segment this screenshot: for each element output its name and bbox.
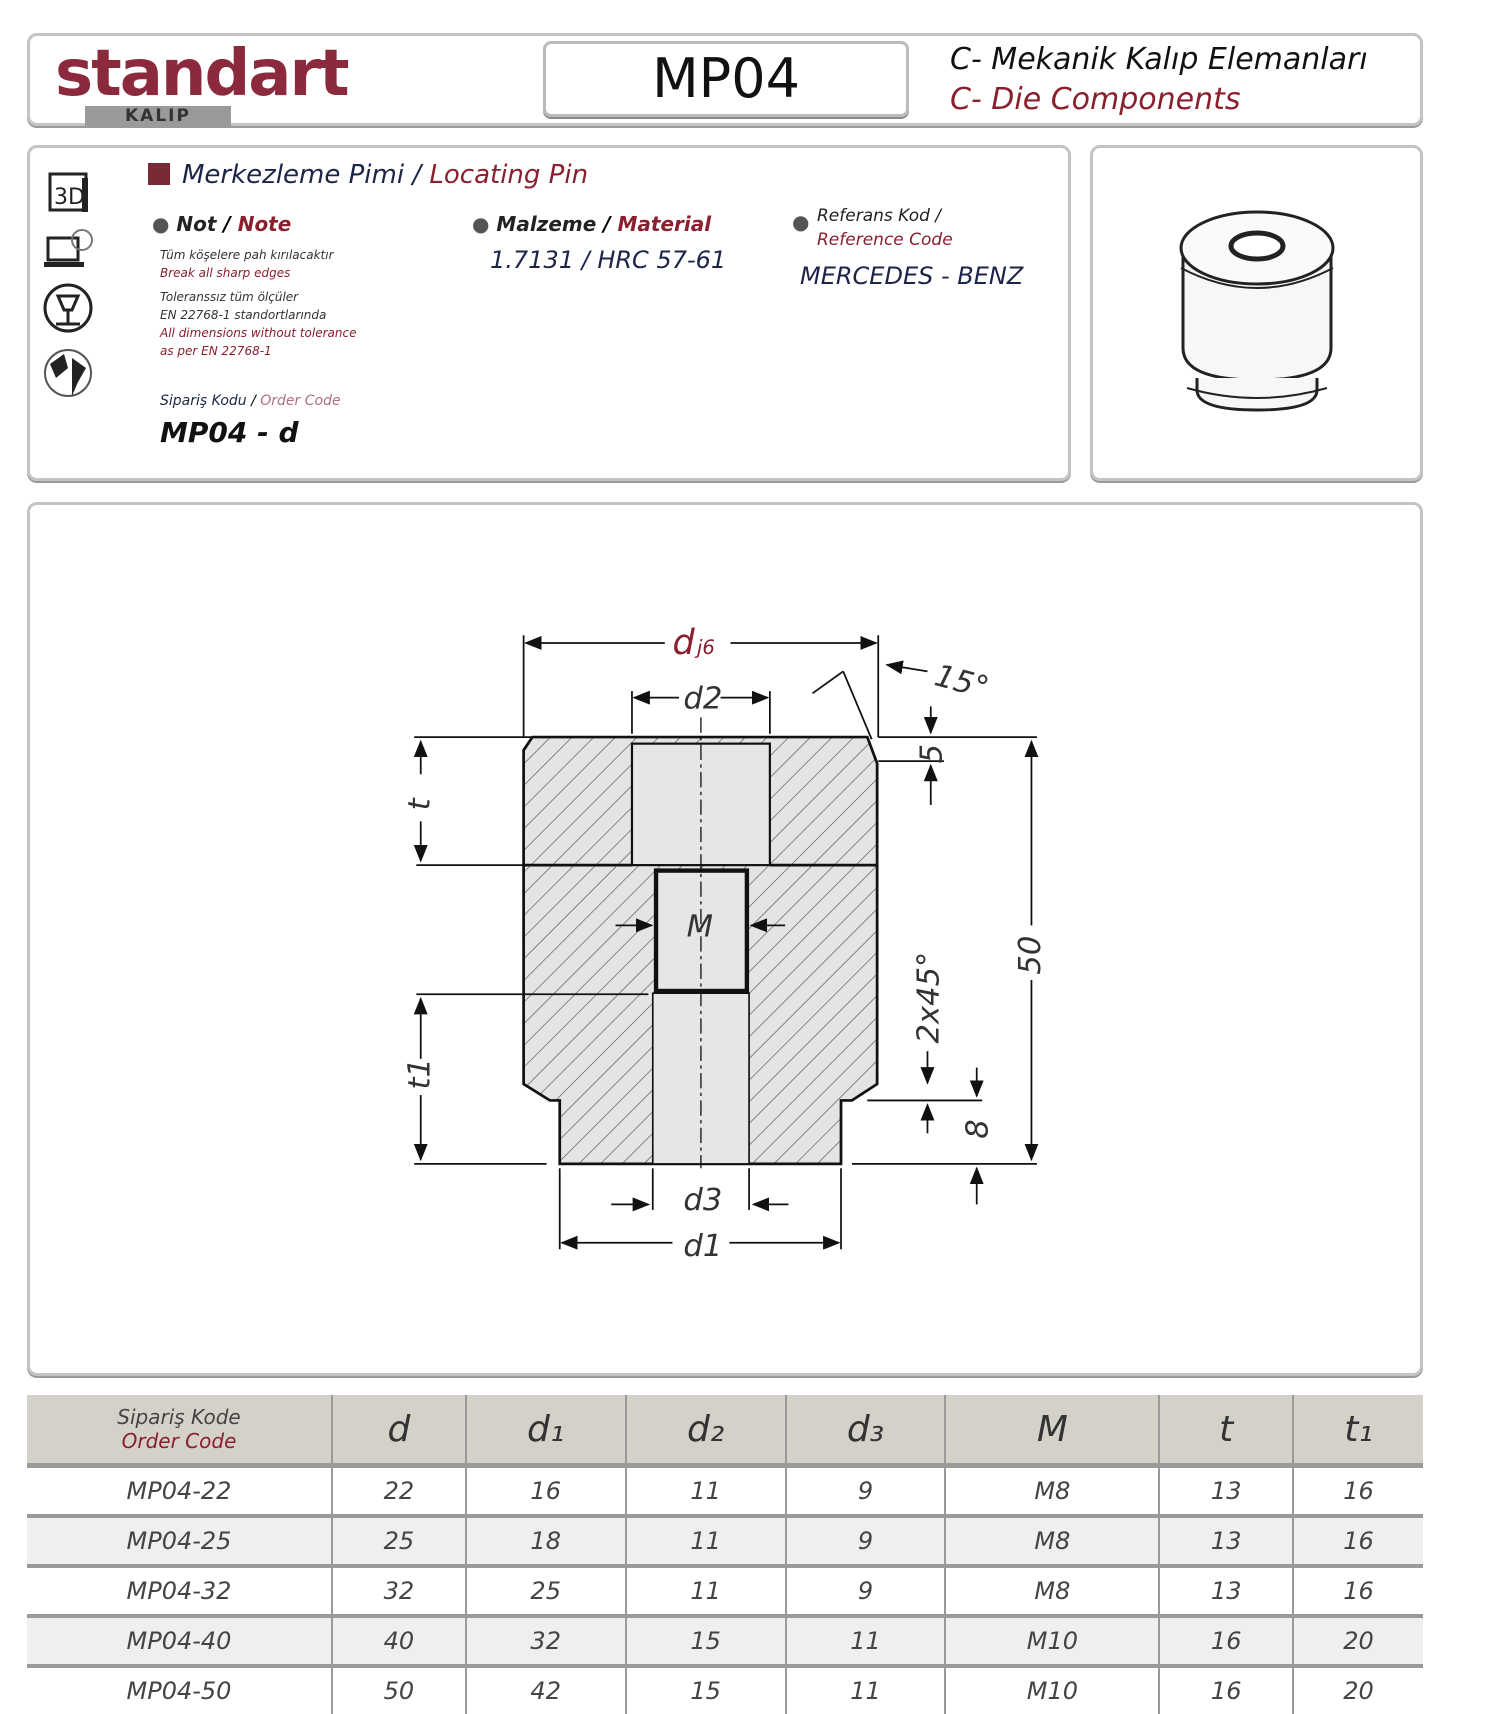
- dim-angle-label: 15°: [931, 658, 993, 706]
- table-cell: M8: [944, 1516, 1160, 1568]
- col-d3: d₃: [784, 1395, 946, 1468]
- table-cell: M8: [944, 1465, 1160, 1518]
- cad-download-icon[interactable]: [44, 229, 93, 267]
- table-cell: 25: [464, 1566, 626, 1618]
- table-cell: 25: [331, 1516, 466, 1568]
- table-cell: 42: [464, 1666, 626, 1714]
- col-t: t: [1158, 1395, 1294, 1468]
- dim-5-label: 5: [915, 744, 950, 764]
- product-code-box: MP04: [543, 41, 909, 117]
- table-cell: 9: [784, 1566, 946, 1618]
- table-cell: 9: [784, 1465, 946, 1518]
- table-cell: 32: [331, 1566, 466, 1618]
- order-code-cell: MP04-22: [27, 1465, 332, 1518]
- order-code: MP04 - d: [160, 416, 299, 449]
- table-cell: 13: [1158, 1465, 1294, 1518]
- ref-bullet-icon: ●: [792, 210, 810, 234]
- col-m: M: [944, 1395, 1160, 1468]
- dim-d1-label: d1: [683, 1229, 722, 1264]
- machining-icon[interactable]: [43, 283, 93, 333]
- table-cell: 13: [1158, 1516, 1294, 1568]
- table-cell: 9: [784, 1516, 946, 1568]
- table-cell: 32: [464, 1616, 626, 1668]
- col-d2: d₂: [624, 1395, 786, 1468]
- table-cell: 16: [1292, 1516, 1423, 1568]
- col-d: d: [331, 1395, 466, 1468]
- dim-t1-label: t1: [402, 1058, 437, 1090]
- table-cell: 16: [1158, 1666, 1294, 1714]
- table-cell: 16: [1158, 1616, 1294, 1668]
- table-cell: 20: [1292, 1616, 1423, 1668]
- table-cell: 20: [1292, 1666, 1423, 1714]
- table-cell: 50: [331, 1666, 466, 1714]
- note-text: Tüm köşelere pah kırılacaktır Break all …: [160, 248, 357, 358]
- order-code-cell: MP04-50: [27, 1666, 332, 1714]
- title-marker-icon: [148, 163, 170, 185]
- order-code-cell: MP04-40: [27, 1616, 332, 1668]
- logo: standart KALIP: [55, 37, 350, 126]
- table-cell: M8: [944, 1566, 1160, 1618]
- dim-m-label: M: [687, 909, 713, 944]
- table-cell: 15: [624, 1616, 786, 1668]
- col-t1: t₁: [1292, 1395, 1423, 1468]
- side-icons: 3D: [42, 168, 98, 422]
- table-cell: 16: [1292, 1566, 1423, 1618]
- order-code-label: Sipariş Kodu / Order Code: [160, 393, 341, 409]
- table-cell: 11: [784, 1666, 946, 1714]
- table-cell: 11: [624, 1465, 786, 1518]
- table-cell: 16: [1292, 1465, 1423, 1518]
- header-bar: standart KALIP MP04 C- Mekanik Kalıp Ele…: [27, 33, 1423, 126]
- dimensions: [413, 635, 1039, 1250]
- globe-icon[interactable]: [44, 349, 92, 397]
- table-cell: 11: [624, 1566, 786, 1618]
- bullet-icon: ●: [152, 212, 177, 236]
- svg-text:3D: 3D: [54, 185, 85, 210]
- product-image-panel: [1090, 145, 1423, 481]
- dim-8-label: 8: [961, 1119, 996, 1139]
- dim-d2-label: d2: [683, 682, 722, 717]
- dim-t-label: t: [402, 797, 437, 810]
- dim-chamfer-label: 2x45°: [911, 952, 946, 1044]
- product-title: Merkezleme Pimi / Locating Pin: [148, 160, 588, 190]
- locating-pin-3d-image: [1179, 210, 1335, 412]
- dim-d3-label: d3: [683, 1183, 722, 1218]
- 3d-model-icon[interactable]: 3D: [48, 172, 88, 212]
- info-panel: 3D Merkezleme Pimi / Locating Pin ● Not …: [27, 145, 1071, 481]
- table-cell: 18: [464, 1516, 626, 1568]
- product-code: MP04: [652, 47, 800, 110]
- table-cell: M10: [944, 1666, 1160, 1714]
- category-tr: C- Mekanik Kalıp Elemanları: [950, 42, 1368, 77]
- material-value: 1.7131 / HRC 57-61: [490, 246, 727, 274]
- table-cell: 15: [624, 1666, 786, 1714]
- ref-label: Referans Kod / Reference Code: [817, 206, 953, 250]
- dim-50-label: 50: [1013, 936, 1048, 975]
- table-cell: M10: [944, 1616, 1160, 1668]
- table-cell: 13: [1158, 1566, 1294, 1618]
- reference-value: MERCEDES - BENZ: [800, 262, 1024, 290]
- table-cell: 40: [331, 1616, 466, 1668]
- table-cell: 11: [624, 1516, 786, 1568]
- note-label: ● Not / Note: [152, 212, 292, 236]
- bullet-icon: ●: [472, 212, 497, 236]
- category-en: C- Die Components: [950, 82, 1241, 117]
- table-cell: 16: [464, 1465, 626, 1518]
- order-code-cell: MP04-25: [27, 1516, 332, 1568]
- table-cell: 11: [784, 1616, 946, 1668]
- pin-section: [522, 717, 879, 1169]
- table-cell: 22: [331, 1465, 466, 1518]
- material-label: ● Malzeme / Material: [472, 212, 712, 236]
- col-d1: d₁: [464, 1395, 626, 1468]
- order-code-cell: MP04-32: [27, 1566, 332, 1618]
